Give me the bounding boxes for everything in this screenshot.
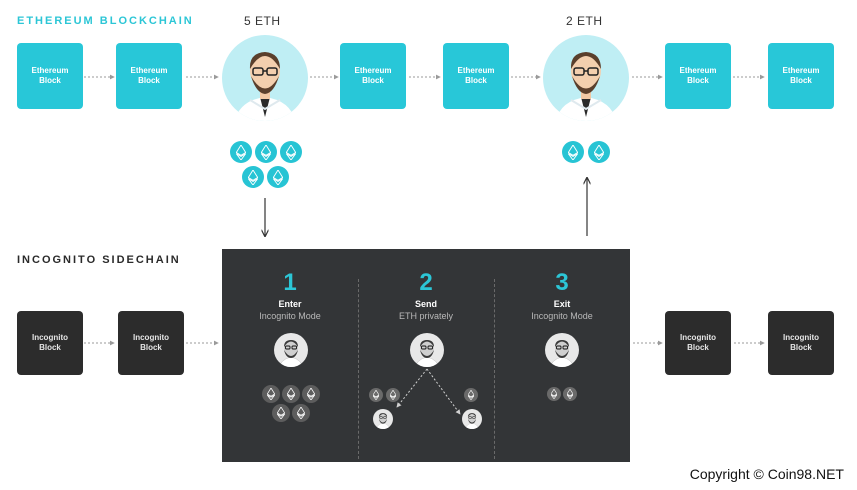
ethereum-block: Ethereum Block [17,43,83,109]
ethereum-coin-icon [280,141,302,163]
ethereum-coin-icon [292,404,310,422]
user-avatar-icon [410,333,444,367]
ethereum-coin-icon [563,387,577,401]
user-avatar-icon [543,35,629,121]
ethereum-block: Ethereum Block [665,43,731,109]
split-arrows [396,368,461,415]
ethereum-coin-icon [369,388,383,402]
step-title: Send [414,299,437,309]
eth-amount-left: 5 ETH [244,14,281,28]
step-title: Enter [278,299,302,309]
ethereum-coin-icon [242,166,264,188]
ethereum-coin-icon [262,385,280,403]
ethereum-coin-icon [272,404,290,422]
user-avatar-icon [274,333,308,367]
user-avatar-icon [373,409,393,429]
step-divider [494,279,495,459]
ethereum-block: Ethereum Block [443,43,509,109]
ethereum-coin-icon [464,388,478,402]
ethereum-blockchain-title: ETHEREUM BLOCKCHAIN [17,15,194,27]
ethereum-coin-icon [562,141,584,163]
step-subtitle: ETH privately [398,311,453,321]
step-number: 1 [283,269,297,296]
ethereum-coin-icon [267,166,289,188]
ethereum-coin-icon [230,141,252,163]
step-divider [358,279,359,459]
ethereum-coin-icon [547,387,561,401]
copyright-text: Copyright © Coin98.NET [689,466,844,482]
incognito-sidechain-title: INCOGNITO SIDECHAIN [17,254,181,266]
ethereum-coin-icon [282,385,300,403]
incognito-block: Incognito Block [768,311,834,375]
incognito-block: Incognito Block [17,311,83,375]
step-subtitle: Incognito Mode [531,311,593,321]
ethereum-coin-icon [386,388,400,402]
ethereum-block: Ethereum Block [116,43,182,109]
user-avatar-icon [462,409,482,429]
step-number: 3 [555,269,569,296]
incognito-block: Incognito Block [665,311,731,375]
incognito-mode-panel: 1 Enter Incognito Mode 2 Send ETH privat… [222,249,630,462]
ethereum-coin-icon [588,141,610,163]
ethereum-coin-icon [255,141,277,163]
ethereum-block: Ethereum Block [768,43,834,109]
eth-amount-right: 2 ETH [566,14,603,28]
step-subtitle: Incognito Mode [259,311,321,321]
ethereum-block: Ethereum Block [340,43,406,109]
step-number: 2 [419,269,433,296]
step-title: Exit [553,299,571,309]
user-avatar-icon [545,333,579,367]
user-avatar-icon [222,35,308,121]
ethereum-coin-icon [302,385,320,403]
incognito-block: Incognito Block [118,311,184,375]
